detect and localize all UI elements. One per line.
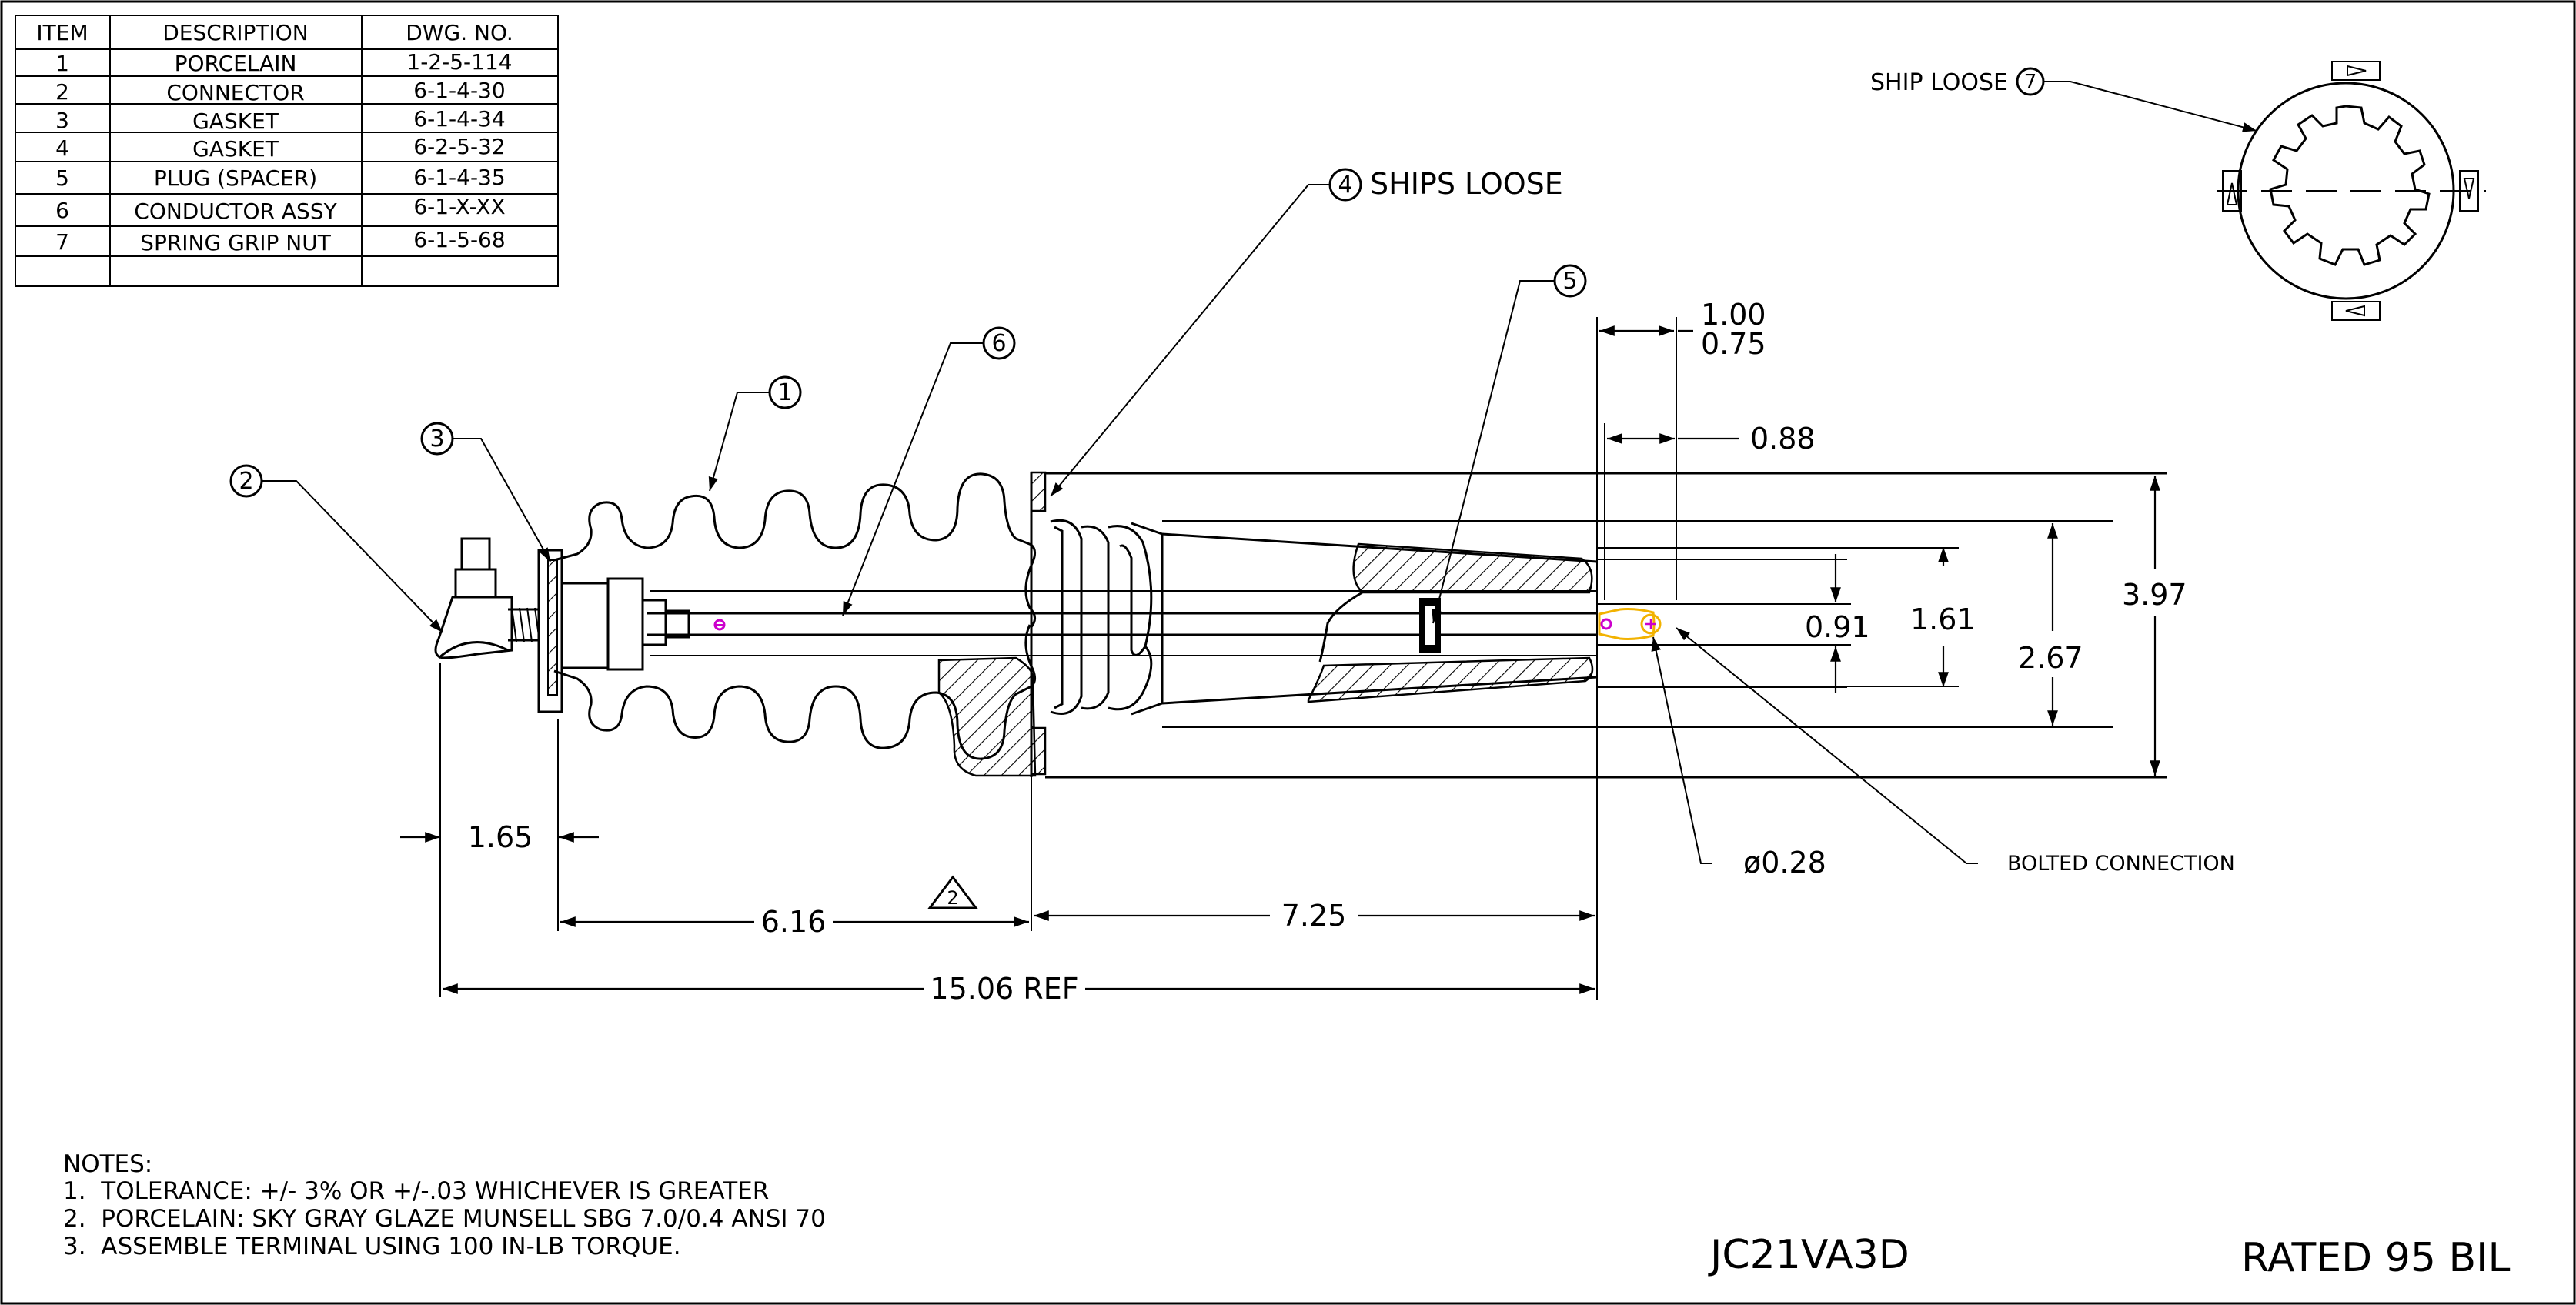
callout-2: 2: [239, 468, 253, 495]
cone-section-lower: [1307, 656, 1594, 703]
table-cell-dwg-no: 1-2-5-114: [406, 49, 512, 75]
callout-1: 1: [777, 379, 792, 406]
spring-grip-nut-view: [2217, 61, 2486, 321]
outer-housing: [1045, 317, 2167, 1000]
callout-6: 6: [991, 330, 1006, 357]
table-cell-description: PORCELAIN: [175, 51, 297, 76]
note-item: 3. ASSEMBLE TERMINAL USING 100 IN-LB TOR…: [63, 1233, 681, 1260]
table-cell-item: 3: [55, 108, 69, 133]
table-cell-item: 5: [55, 165, 69, 191]
dim-0-75: 0.75: [1701, 327, 1766, 361]
table-cell-item: 7: [55, 229, 69, 255]
table-cell-item: 1: [55, 51, 69, 76]
gasket-4-lower: [1030, 726, 1047, 776]
dim-3-97: 3.97: [2122, 578, 2187, 612]
dimensions: 1.65 6.16 7.25 15.06 REF 1.00 0.75 0.88 …: [400, 298, 2187, 1006]
dim-1-00: 1.00: [1701, 298, 1766, 332]
table-cell-dwg-no: 6-1-4-30: [413, 78, 505, 103]
table-cell-description: GASKET: [192, 136, 279, 162]
ships-loose-label: SHIPS LOOSE: [1370, 167, 1563, 201]
table-header-item: ITEM: [36, 20, 88, 45]
notes: NOTES: 1. TOLERANCE: +/- 3% OR +/-.03 WH…: [63, 1150, 826, 1260]
table-cell-dwg-no: 6-1-5-68: [413, 227, 505, 252]
dim-2-67: 2.67: [2018, 641, 2083, 675]
table-cell-item: 4: [55, 135, 69, 161]
table-cell-dwg-no: 6-1-4-35: [413, 165, 505, 190]
table-cell-description: SPRING GRIP NUT: [140, 230, 332, 255]
gasket-4-upper: [1030, 471, 1047, 512]
ship-loose-label: SHIP LOOSE: [1870, 69, 2008, 96]
table-cell-item: 6: [55, 198, 69, 223]
rating-label: RATED 95 BIL: [2241, 1235, 2510, 1281]
rev-triangle: [927, 875, 978, 909]
part-number: JC21VA3D: [1708, 1232, 1909, 1278]
table-cell-dwg-no: 6-1-X-XX: [413, 194, 505, 219]
callouts: 1 2 3 4 SHIPS LOOSE 5 6 SHIP LOOSE 7 BOL…: [229, 67, 2257, 909]
table-cell-description: PLUG (SPACER): [154, 165, 317, 191]
table-cell-item: 2: [55, 79, 69, 105]
bolted-connection: [1598, 608, 1662, 640]
table-header-dwg-no: DWG. NO.: [406, 20, 513, 45]
bolted-connection-label: BOLTED CONNECTION: [2007, 852, 2235, 876]
rev-triangle-number: 2: [947, 887, 958, 909]
table-cell-description: GASKET: [192, 108, 279, 134]
terminal-end: [434, 537, 726, 713]
parts-table: ITEM DESCRIPTION DWG. NO. 1 PORCELAIN 1-…: [15, 15, 559, 287]
dim-0-91: 0.91: [1805, 610, 1870, 644]
dim-15-06-ref: 15.06 REF: [930, 972, 1078, 1006]
dim-6-16: 6.16: [761, 905, 827, 939]
table-cell-description: CONDUCTOR ASSY: [134, 199, 337, 224]
table-header-description: DESCRIPTION: [162, 20, 309, 45]
table-cell-description: CONNECTOR: [166, 80, 304, 105]
table-cell-dwg-no: 6-2-5-32: [413, 134, 505, 159]
note-item: 1. TOLERANCE: +/- 3% OR +/-.03 WHICHEVER…: [63, 1177, 769, 1205]
dim-7-25: 7.25: [1281, 899, 1347, 933]
cone-section-upper: [1352, 542, 1593, 594]
dim-1-65: 1.65: [468, 820, 533, 854]
callout-4: 4: [1338, 172, 1352, 199]
callout-7: 7: [2024, 71, 2037, 94]
dim-hole: ø0.28: [1743, 846, 1826, 879]
note-item: 2. PORCELAIN: SKY GRAY GLAZE MUNSELL SBG…: [63, 1205, 826, 1233]
porcelain-body: [553, 471, 1047, 777]
table-cell-dwg-no: 6-1-4-34: [413, 106, 505, 132]
notes-heading: NOTES:: [63, 1150, 152, 1178]
dim-1-61: 1.61: [1910, 602, 1976, 636]
dim-0-88: 0.88: [1750, 422, 1816, 456]
callout-5: 5: [1562, 268, 1577, 295]
callout-3: 3: [429, 426, 444, 452]
conductor-assy: [647, 590, 1597, 656]
